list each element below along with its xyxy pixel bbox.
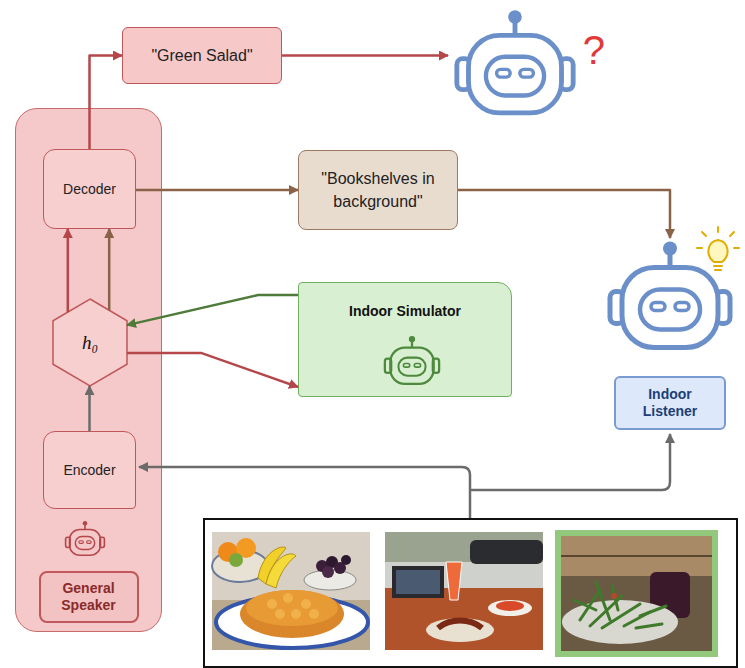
flow-arrow xyxy=(90,56,123,150)
flow-arrow xyxy=(136,189,298,192)
encoder-box: Encoder xyxy=(43,431,136,509)
lightbulb-icon xyxy=(697,227,739,270)
flow-arrow xyxy=(88,386,91,431)
node-label: "Green Salad" xyxy=(151,47,252,65)
flow-arrow xyxy=(127,353,298,387)
flow-arrow xyxy=(67,229,70,312)
flow-arrow xyxy=(458,190,670,238)
flow-arrow xyxy=(108,229,111,310)
node-label: ? xyxy=(583,28,605,72)
photo-cake xyxy=(212,532,370,650)
flow-arrow xyxy=(282,54,448,57)
photo-cafe xyxy=(385,532,543,650)
decoder-box: Decoder xyxy=(43,149,136,229)
node-label: Decoder xyxy=(63,181,116,197)
hidden-state-hexagon: h₀ xyxy=(53,299,127,386)
node-label: Indoor Listener xyxy=(614,376,726,430)
simulator-box: Indoor Simulator xyxy=(298,282,512,397)
caption-box: "Bookshelves in background" xyxy=(298,150,458,230)
photo-salad xyxy=(555,530,718,657)
node-label: Indoor Simulator xyxy=(349,303,461,319)
node-label: Encoder xyxy=(63,462,115,478)
robot-icon xyxy=(385,336,439,384)
image-input-arrows xyxy=(139,434,670,518)
node-label: "Bookshelves in background" xyxy=(309,167,447,213)
node-label: h₀ xyxy=(82,332,98,354)
confused-listener: ? xyxy=(448,8,613,120)
flow-arrow xyxy=(127,295,298,325)
robot-icon xyxy=(610,242,730,348)
robot-icon xyxy=(66,521,105,555)
speaker-module: General Speaker Decoder h₀ Encoder xyxy=(15,108,162,632)
node-label: General Speaker xyxy=(39,571,139,623)
listener-module: Indoor Listener xyxy=(605,238,735,430)
image-strip xyxy=(204,519,737,667)
robot-icon xyxy=(457,10,573,113)
caption-box: "Green Salad" xyxy=(122,27,282,84)
